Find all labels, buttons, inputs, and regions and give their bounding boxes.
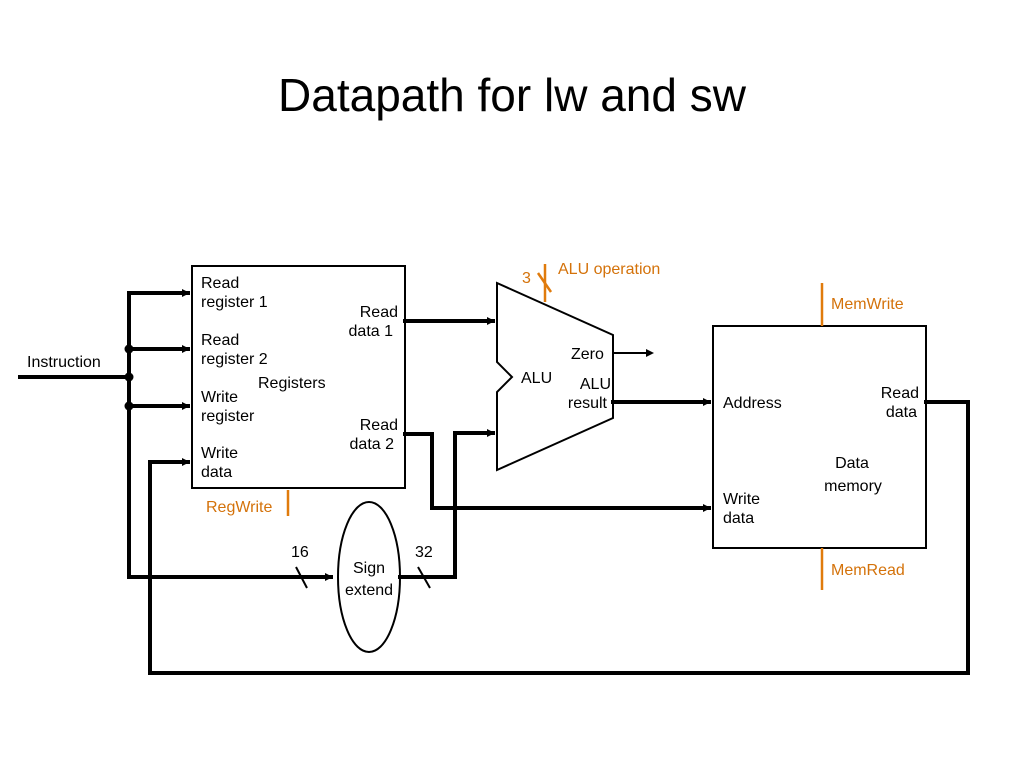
read-data-2-label-line2: data 2 [350,436,395,453]
reg-write-data-label-line2: data [201,464,232,481]
alu-result-label-line1: ALU [580,376,611,393]
alu-result-label-line2: result [568,395,608,412]
zero-label: Zero [571,346,604,363]
read-data-2-label-line1: Read [360,417,398,434]
memwrite-label: MemWrite [831,296,904,313]
read-data-1-label-line1: Read [360,304,398,321]
write-register-label-line2: register [201,408,255,425]
sign-extend-label-line2: extend [345,582,393,599]
read-register-1-label-line1: Read [201,275,239,292]
sign-extend-in-bits-label: 16 [291,544,309,561]
alu-label: ALU [521,370,552,387]
alu-operation-bus-slash [536,272,553,293]
read-register-2-label-line2: register 2 [201,351,268,368]
mem-write-data-label-line2: data [723,510,754,527]
alu-block [496,281,614,472]
reg-write-data-label-line1: Write [201,445,238,462]
write-register-label-line1: Write [201,389,238,406]
mem-read-data-label-line2: data [886,404,917,421]
page-title: Datapath for lw and sw [278,69,746,121]
read-register-1-label-line2: register 1 [201,294,268,311]
bus-slash-32 [417,566,431,589]
regwrite-label: RegWrite [206,499,272,516]
bus-slash-16 [295,566,308,589]
address-label: Address [723,395,782,412]
data-memory-block [712,325,927,549]
instruction-wires [18,289,333,581]
data-memory-label-line2: memory [824,478,882,495]
instruction-label: Instruction [27,354,101,371]
memread-label: MemRead [831,562,905,579]
read-data-2-wire [403,432,711,512]
register-file-block [191,265,406,489]
data-memory-label-line1: Data [835,455,869,472]
alu-operation-label: ALU operation [558,261,660,278]
read-register-2-label-line1: Read [201,332,239,349]
registers-label: Registers [258,375,326,392]
sign-extend-out-bits-label: 32 [415,544,433,561]
alu-operation-bits-label: 3 [522,270,531,287]
sign-extend-label-line1: Sign [353,560,385,577]
read-data-writeback-wire [148,400,970,675]
mem-read-data-label-line1: Read [881,385,919,402]
sign-extend-out-wire [398,429,495,579]
read-data-1-label-line2: data 1 [349,323,394,340]
sign-extend-block [337,501,401,653]
mem-write-data-label-line1: Write [723,491,760,508]
